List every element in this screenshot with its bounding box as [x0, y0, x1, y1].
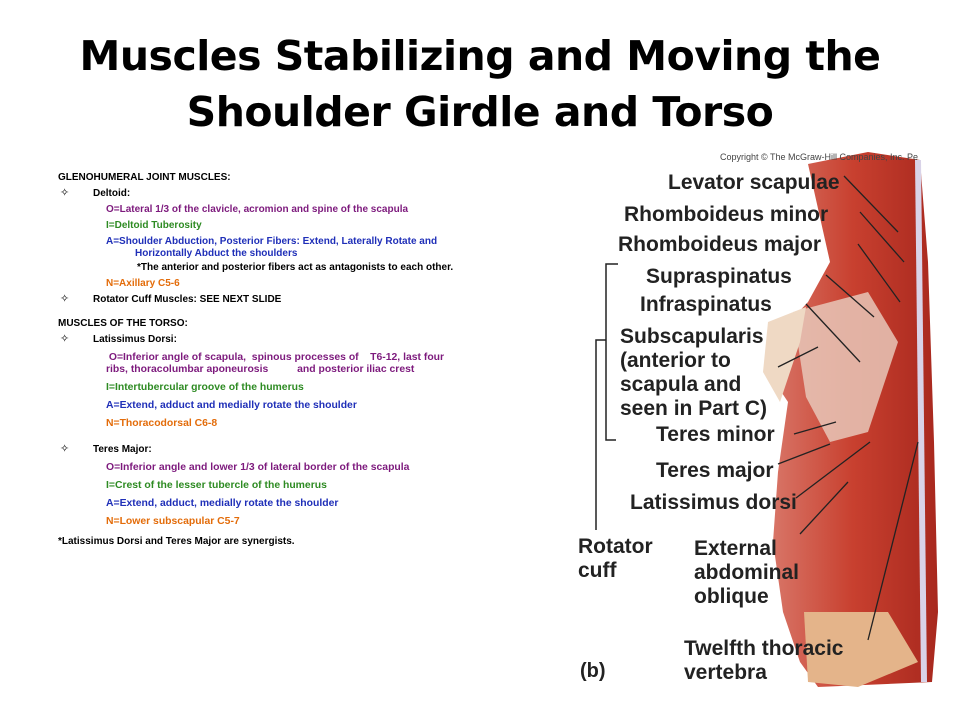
label-vertebra: vertebra — [684, 661, 767, 684]
anatomy-figure: Copyright © The McGraw-Hill Companies, I… — [568, 142, 940, 690]
lats-nerve: N=Thoracodorsal C6-8 — [106, 418, 218, 429]
synergist-footnote: *Latissimus Dorsi and Teres Major are sy… — [58, 536, 295, 547]
leader-line — [867, 441, 919, 641]
teres-item: ✧ Teres Major: — [58, 443, 458, 456]
label-abdominal: abdominal — [694, 561, 800, 584]
iliac-shape — [804, 612, 918, 687]
leader-line — [843, 175, 899, 233]
torso-header: MUSCLES OF THE TORSO: — [58, 318, 188, 329]
teres-insertion: I=Crest of the lesser tubercle of the hu… — [106, 480, 327, 491]
star-bullet-icon: ✧ — [60, 187, 70, 199]
leader-line — [793, 421, 837, 435]
glenohumeral-header: GLENOHUMERAL JOINT MUSCLES: — [58, 172, 231, 183]
label-rhomboideus-minor: Rhomboideus minor — [624, 203, 829, 226]
label-rotator: Rotator — [578, 535, 653, 558]
humerus-shape — [763, 307, 806, 402]
leader-line — [777, 443, 831, 465]
rotator-item: ✧ Rotator Cuff Muscles: SEE NEXT SLIDE — [58, 293, 458, 306]
deltoid-insertion: I=Deltoid Tuberosity — [106, 220, 202, 231]
label-twelfth-thoracic: Twelfth thoracic — [684, 637, 844, 660]
spine-line — [915, 159, 927, 683]
slide-content: GLENOHUMERAL JOINT MUSCLES: ✧ Deltoid: O… — [58, 172, 458, 548]
label-subscapularis: Subscapularis — [620, 325, 764, 348]
label-infraspinatus: Infraspinatus — [640, 293, 772, 316]
teres-nerve: N=Lower subscapular C5-7 — [106, 516, 240, 527]
label-teres-major: Teres major — [656, 459, 774, 482]
leader-line — [857, 243, 901, 303]
label-supraspinatus: Supraspinatus — [646, 265, 792, 288]
leader-line — [795, 441, 871, 499]
deltoid-origin: O=Lateral 1/3 of the clavicle, acromion … — [106, 204, 409, 215]
label-rhomboideus-major: Rhomboideus major — [618, 233, 822, 256]
leader-line — [799, 481, 849, 535]
scapula-shape — [793, 292, 898, 442]
lats-insertion: I=Intertubercular groove of the humerus — [106, 382, 304, 393]
lats-origin: O=Inferior angle of scapula, spinous pro… — [106, 352, 447, 375]
leader-line — [825, 274, 875, 318]
copyright-text: Copyright © The McGraw-Hill Companies, I… — [720, 152, 919, 162]
teres-name: Teres Major: — [93, 444, 152, 455]
leader-line — [859, 211, 905, 263]
deltoid-item: ✧ Deltoid: — [58, 187, 458, 200]
title-line-2: Shoulder Girdle and Torso — [186, 88, 774, 136]
title-line-1: Muscles Stabilizing and Moving the — [79, 32, 881, 80]
deltoid-note: *The anterior and posterior fibers act a… — [137, 262, 454, 273]
deltoid-action: A=Shoulder Abduction, Posterior Fibers: … — [106, 236, 438, 259]
star-bullet-icon: ✧ — [60, 333, 70, 345]
slide-title: Muscles Stabilizing and Moving the Shoul… — [0, 28, 960, 140]
deltoid-name: Deltoid: — [93, 188, 131, 199]
label-teres-minor: Teres minor — [656, 423, 775, 446]
label-latissimus-dorsi: Latissimus dorsi — [630, 491, 797, 514]
star-bullet-icon: ✧ — [60, 293, 70, 305]
label-subscapularis-note-1: (anterior to — [620, 349, 731, 372]
label-oblique: oblique — [694, 585, 769, 608]
rotator-cuff-bracket — [595, 263, 618, 530]
label-subscapularis-note-3: seen in Part C) — [620, 397, 768, 420]
teres-action: A=Extend, adduct, medially rotate the sh… — [106, 498, 339, 509]
muscle-illustration — [595, 152, 938, 687]
label-cuff: cuff — [578, 559, 617, 582]
deltoid-nerve: N=Axillary C5-6 — [106, 278, 180, 289]
label-panel-b: (b) — [580, 660, 606, 682]
leader-line — [777, 346, 819, 368]
lats-action: A=Extend, adduct and medially rotate the… — [106, 400, 357, 411]
label-external: External — [694, 537, 777, 560]
lats-item: ✧ Latissimus Dorsi: — [58, 333, 458, 346]
label-levator-scapulae: Levator scapulae — [668, 171, 840, 194]
teres-origin: O=Inferior angle and lower 1/3 of latera… — [106, 462, 410, 473]
star-bullet-icon: ✧ — [60, 443, 70, 455]
leader-line — [805, 303, 861, 363]
rotator-text: Rotator Cuff Muscles: SEE NEXT SLIDE — [93, 294, 282, 305]
lats-name: Latissimus Dorsi: — [93, 334, 177, 345]
label-subscapularis-note-2: scapula and — [620, 373, 742, 396]
